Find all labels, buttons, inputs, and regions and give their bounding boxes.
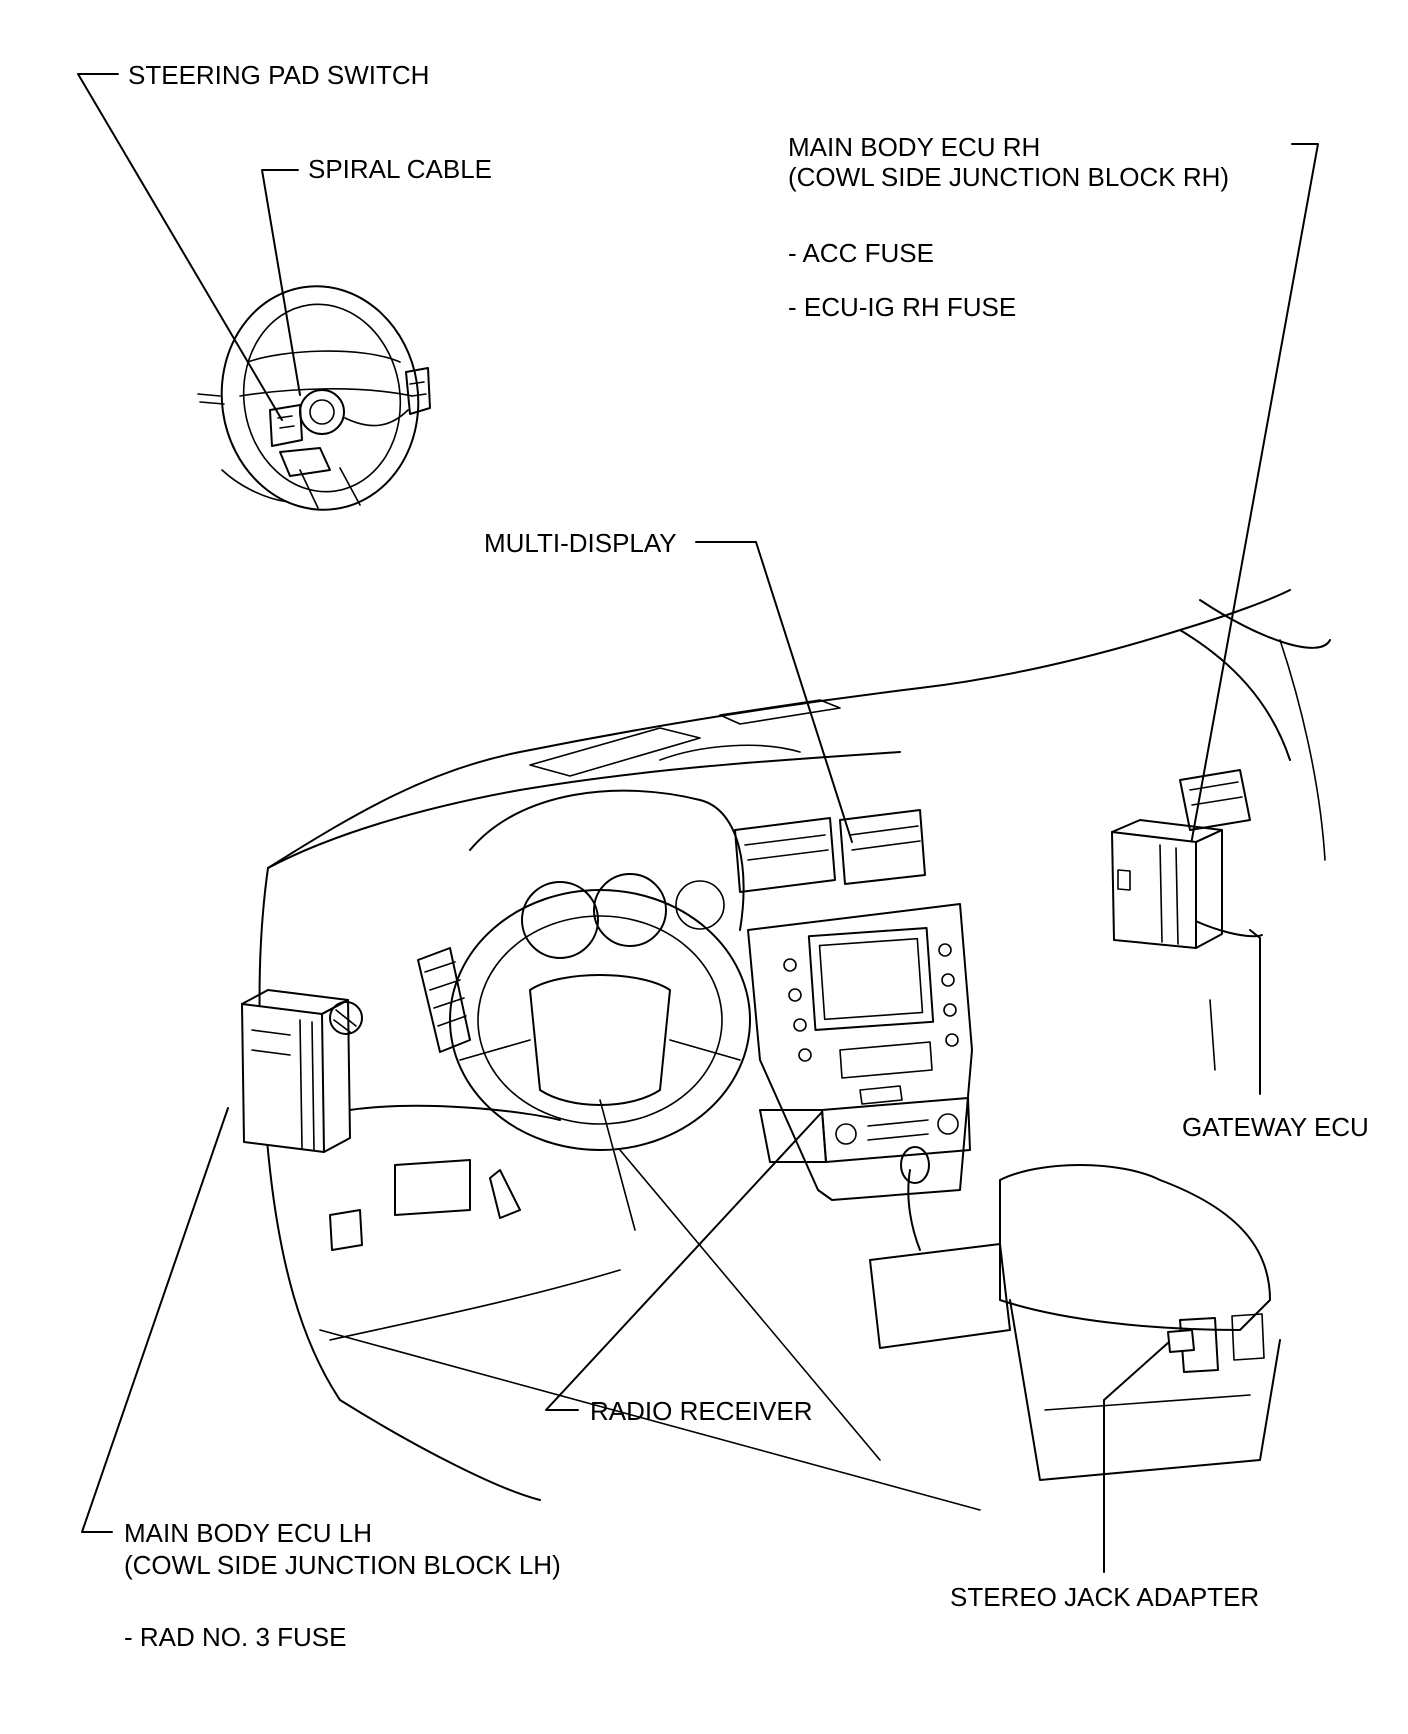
leader-multi-display — [695, 541, 853, 843]
label-radio-receiver: RADIO RECEIVER — [590, 1396, 813, 1426]
label-acc-fuse: - ACC FUSE — [788, 238, 934, 268]
leader-main-body-ecu-rh — [1189, 143, 1319, 851]
leader-steering-pad-switch — [77, 73, 283, 421]
label-rad-no3-fuse: - RAD NO. 3 FUSE — [124, 1622, 346, 1652]
label-main-body-ecu-lh: MAIN BODY ECU LH — [124, 1518, 372, 1548]
dashboard-illustration — [258, 589, 1331, 1511]
label-ecu-ig-rh-fuse: - ECU-IG RH FUSE — [788, 292, 1016, 322]
leader-stereo-jack-adapter — [1103, 1333, 1179, 1573]
label-steering-pad-switch: STEERING PAD SWITCH — [128, 60, 429, 90]
label-cowl-side-jb-rh: (COWL SIDE JUNCTION BLOCK RH) — [788, 162, 1229, 192]
label-gateway-ecu: GATEWAY ECU — [1182, 1112, 1369, 1142]
label-stereo-jack-adapter: STEREO JACK ADAPTER — [950, 1582, 1259, 1612]
leader-radio-receiver — [545, 1111, 823, 1411]
leader-gateway-ecu — [1249, 929, 1261, 1095]
main-body-ecu-lh-illustration — [241, 989, 363, 1153]
steering-wheel-illustration — [197, 285, 431, 511]
leader-lines — [77, 73, 1319, 1573]
label-cowl-side-jb-lh: (COWL SIDE JUNCTION BLOCK LH) — [124, 1550, 561, 1580]
leader-spiral-cable — [261, 169, 301, 396]
leader-main-body-ecu-lh — [81, 1107, 229, 1533]
console-knobs — [783, 943, 959, 1062]
label-spiral-cable: SPIRAL CABLE — [308, 154, 492, 184]
label-multi-display: MULTI-DISPLAY — [484, 528, 677, 558]
label-main-body-ecu-rh: MAIN BODY ECU RH — [788, 132, 1040, 162]
